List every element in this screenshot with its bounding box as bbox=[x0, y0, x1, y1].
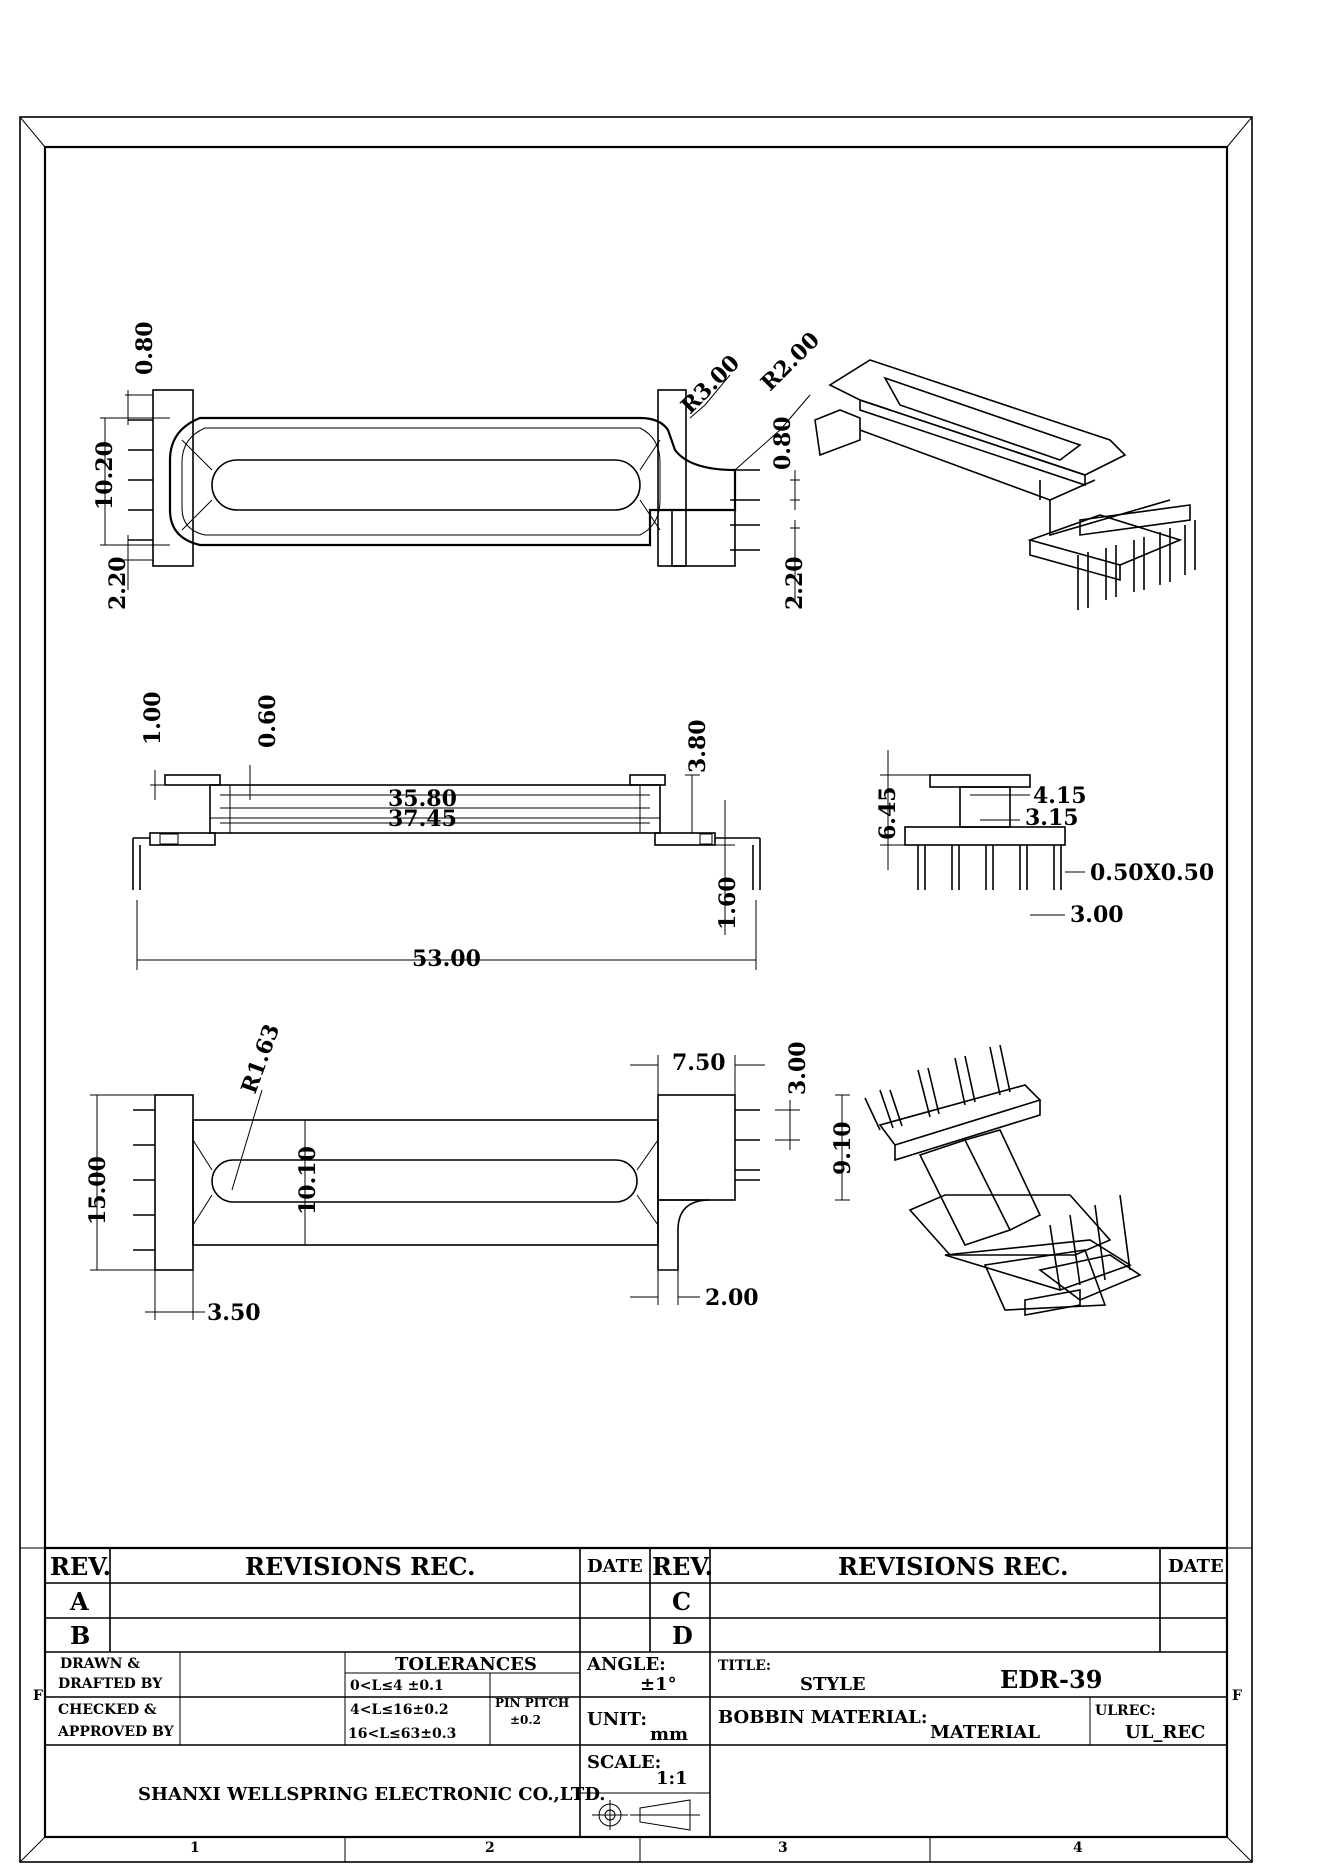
rev-b: B bbox=[70, 1621, 90, 1650]
dim-side-100: 1.00 bbox=[140, 691, 166, 745]
rev-d: D bbox=[672, 1621, 693, 1650]
dim-bottom-1010: 10.10 bbox=[295, 1146, 321, 1215]
scale-label: SCALE: bbox=[587, 1752, 661, 1773]
end-view-dimension-lines bbox=[880, 750, 1085, 916]
revisions-header-left: REVISIONS REC. bbox=[245, 1552, 475, 1581]
dim-top-r200: R2.00 bbox=[756, 327, 825, 396]
end-view-pins bbox=[917, 845, 1062, 890]
dim-top-1020: 10.20 bbox=[92, 441, 118, 510]
side-view-pins bbox=[132, 833, 761, 890]
dim-top-220-right: 2.20 bbox=[782, 556, 808, 610]
dim-bottom-910: 9.10 bbox=[830, 1121, 856, 1175]
top-view-dimension-lines bbox=[100, 374, 811, 600]
top-view-left-pins bbox=[128, 419, 153, 541]
rev-header-right: REV. bbox=[652, 1552, 713, 1581]
dim-top-r300: R3.00 bbox=[676, 350, 745, 419]
side-view-body bbox=[209, 784, 661, 834]
end-view: 6.45 4.15 3.15 0.50X0.50 3.00 bbox=[875, 750, 1214, 928]
company-name: SHANXI WELLSPRING ELECTRONIC CO.,LTD. bbox=[138, 1784, 606, 1805]
bottom-view-slot bbox=[211, 1159, 638, 1203]
zone-f-right: F bbox=[1232, 1688, 1242, 1704]
tolerance-row-1: 0<L≤4 ±0.1 bbox=[350, 1678, 444, 1694]
side-view: 1.00 0.60 3.80 35.80 37.45 1.60 53.00 bbox=[132, 691, 761, 972]
dim-bottom-200: 2.00 bbox=[705, 1285, 759, 1311]
material-label: BOBBIN MATERIAL: bbox=[718, 1707, 927, 1728]
dim-end-415: 4.15 bbox=[1033, 783, 1087, 809]
angle-value: ±1° bbox=[640, 1674, 677, 1695]
dim-side-160: 1.60 bbox=[715, 876, 741, 930]
drawing-border bbox=[19, 116, 1253, 1863]
isometric-view-top bbox=[814, 359, 1196, 610]
dim-side-060: 0.60 bbox=[255, 694, 281, 748]
isometric-view-bottom bbox=[864, 1044, 1142, 1316]
date-header-left: DATE bbox=[587, 1556, 643, 1577]
title-label: TITLE: bbox=[718, 1658, 771, 1674]
title-value: EDR-39 bbox=[1000, 1665, 1102, 1694]
zone-4: 4 bbox=[1073, 1840, 1083, 1856]
ulrec-value: UL_REC bbox=[1125, 1722, 1205, 1743]
material-value: MATERIAL bbox=[930, 1722, 1040, 1743]
bottom-view: R1.63 7.50 3.00 9.10 15.00 10.10 3.50 2.… bbox=[85, 1021, 856, 1326]
dim-top-080-right: 0.80 bbox=[770, 416, 796, 470]
scale-value: 1:1 bbox=[656, 1768, 688, 1789]
checked-label-2: APPROVED BY bbox=[57, 1724, 175, 1740]
rev-a: A bbox=[69, 1587, 89, 1616]
bottom-view-pins bbox=[133, 1109, 760, 1251]
drawn-label-1: DRAWN & bbox=[60, 1656, 140, 1672]
zone-f-left: F bbox=[33, 1688, 43, 1704]
dim-side-3580: 35.80 bbox=[388, 786, 457, 812]
revisions-header-right: REVISIONS REC. bbox=[838, 1552, 1068, 1581]
date-header-right: DATE bbox=[1168, 1556, 1224, 1577]
tolerances-label: TOLERANCES bbox=[395, 1654, 537, 1675]
ulrec-label: ULREC: bbox=[1095, 1703, 1156, 1719]
dim-side-5300: 53.00 bbox=[412, 946, 481, 972]
top-view-left-flange bbox=[152, 389, 194, 567]
dim-top-220: 2.20 bbox=[105, 556, 131, 610]
zone-3: 3 bbox=[778, 1840, 788, 1856]
drawn-label-2: DRAFTED BY bbox=[58, 1676, 163, 1692]
dim-end-645: 6.45 bbox=[875, 786, 901, 840]
rev-c: C bbox=[672, 1587, 691, 1616]
dim-top-080: 0.80 bbox=[132, 321, 158, 375]
pin-pitch-label: PIN PITCH bbox=[495, 1696, 569, 1710]
dim-bottom-300: 3.00 bbox=[785, 1041, 811, 1095]
top-view-center-slot bbox=[211, 459, 641, 511]
side-view-dimension-lines bbox=[136, 765, 757, 970]
tolerance-row-3: 16<L≤63±0.3 bbox=[348, 1726, 456, 1742]
unit-value: mm bbox=[650, 1724, 688, 1745]
unit-label: UNIT: bbox=[587, 1709, 647, 1730]
style-label: STYLE bbox=[800, 1674, 866, 1695]
dim-bottom-1500: 15.00 bbox=[85, 1156, 111, 1225]
top-view-core-outline bbox=[168, 416, 737, 547]
dim-bottom-350: 3.50 bbox=[207, 1300, 261, 1326]
dim-bottom-r163: R1.63 bbox=[236, 1021, 285, 1097]
dim-bottom-750: 7.50 bbox=[672, 1050, 726, 1076]
title-block: REV. REVISIONS REC. DATE REV. REVISIONS … bbox=[33, 1546, 1242, 1856]
dim-side-380: 3.80 bbox=[685, 719, 711, 773]
bottom-view-body bbox=[192, 1119, 659, 1246]
pin-pitch-value: ±0.2 bbox=[510, 1713, 541, 1727]
dim-end-300: 3.00 bbox=[1070, 902, 1124, 928]
dim-end-050: 0.50X0.50 bbox=[1090, 860, 1214, 886]
dim-end-315: 3.15 bbox=[1025, 805, 1079, 831]
rev-header-left: REV. bbox=[50, 1552, 111, 1581]
bottom-view-dimension-lines bbox=[90, 1055, 850, 1320]
top-view: 0.80 10.20 2.20 R3.00 R2.00 0.80 2.20 bbox=[92, 321, 825, 610]
zone-1: 1 bbox=[190, 1840, 200, 1856]
projection-symbol-icon bbox=[592, 1799, 700, 1831]
angle-label: ANGLE: bbox=[586, 1654, 666, 1675]
dim-side-3745: 37.45 bbox=[388, 806, 457, 832]
zone-2: 2 bbox=[485, 1840, 495, 1856]
checked-label-1: CHECKED & bbox=[58, 1702, 157, 1718]
tolerance-row-2: 4<L≤16±0.2 bbox=[350, 1702, 449, 1718]
